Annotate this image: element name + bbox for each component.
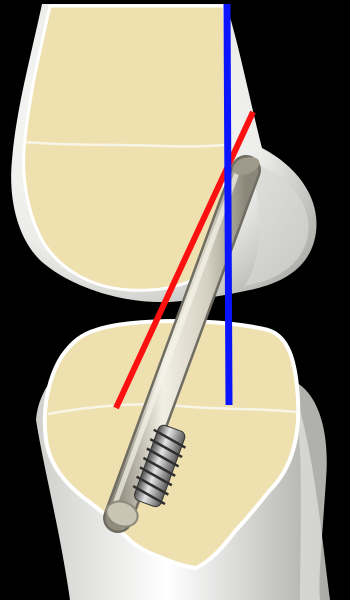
femur-cut-surface (24, 6, 226, 290)
blue-line (227, 4, 229, 405)
